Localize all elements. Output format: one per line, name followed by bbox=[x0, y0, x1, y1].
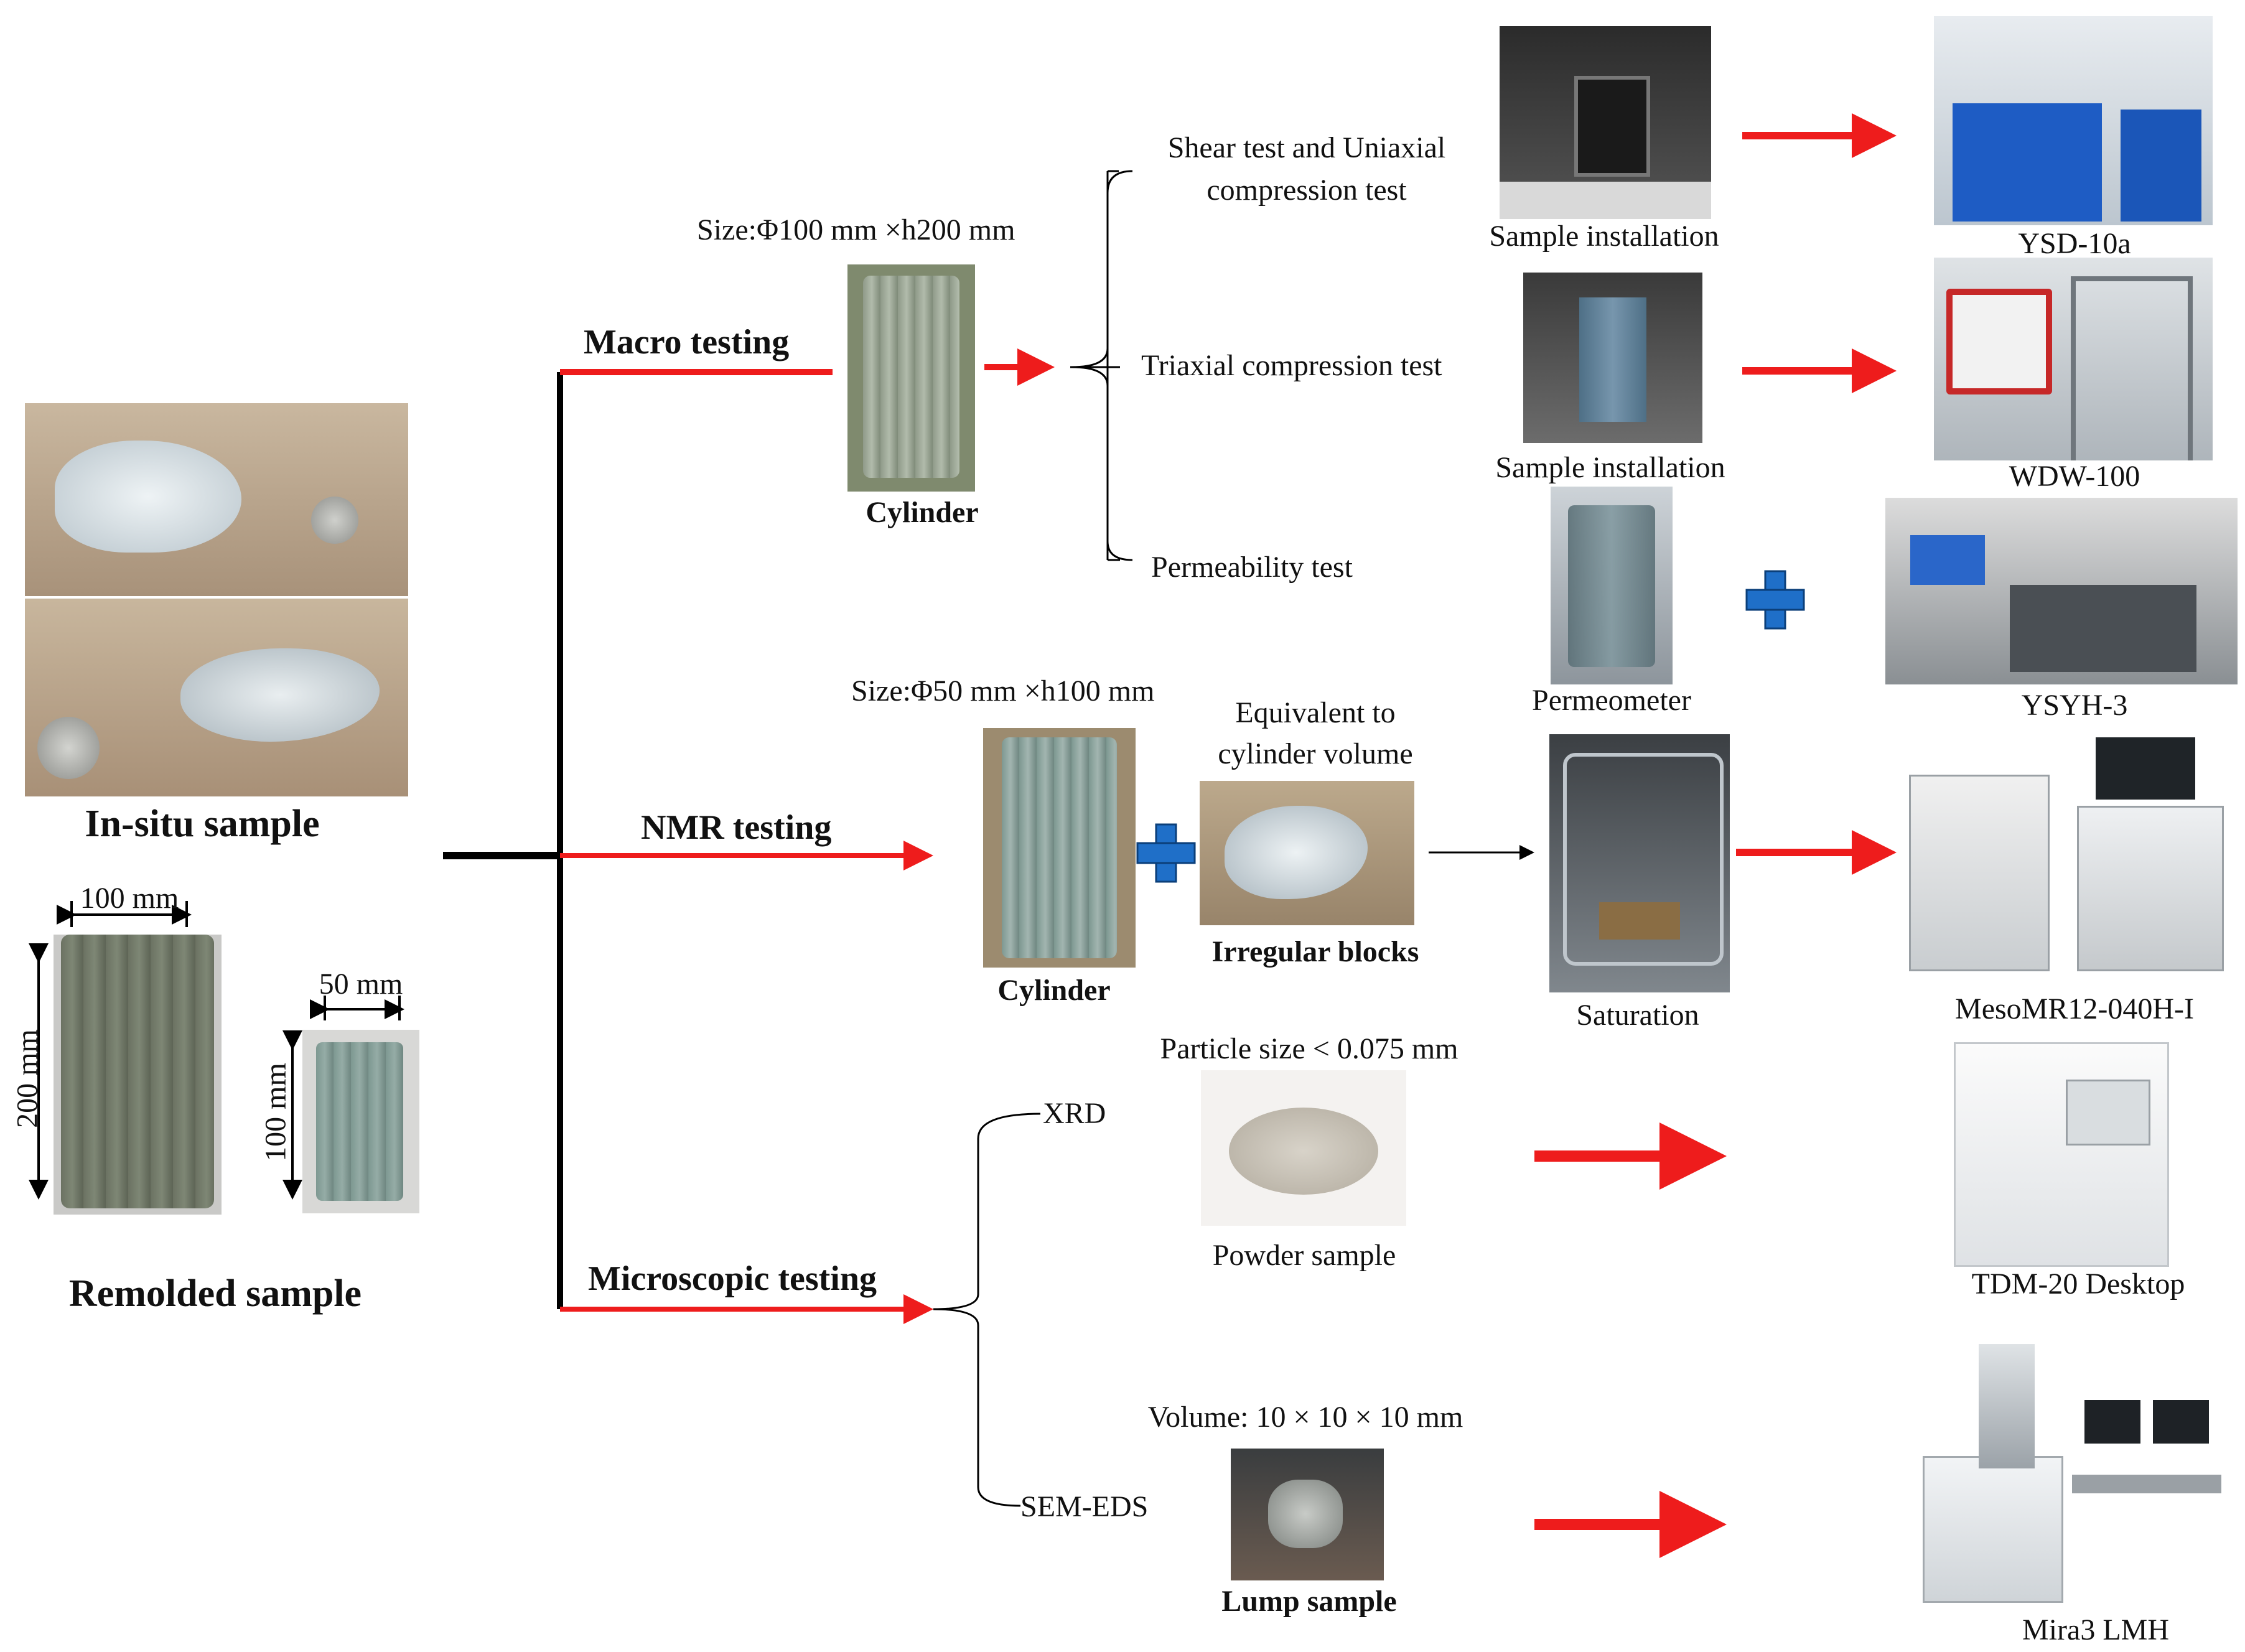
plus-icon-permeability bbox=[1745, 570, 1805, 630]
powder-sample-photo bbox=[1201, 1070, 1406, 1226]
macro-cylinder-label: Cylinder bbox=[866, 496, 979, 529]
micro-branch-label: Microscopic testing bbox=[588, 1259, 877, 1298]
macro-cylinder-photo bbox=[847, 264, 975, 492]
shear-label: Shear test and Uniaxial bbox=[1167, 131, 1446, 164]
irregular-label: Irregular blocks bbox=[1211, 935, 1419, 968]
wdw-device-photo bbox=[1934, 258, 2213, 460]
nmr-size-label: Size:Φ50 mm ×h100 mm bbox=[851, 674, 1155, 707]
nmr-cylinder-photo bbox=[983, 728, 1136, 968]
shear-label-2: compression test bbox=[1207, 174, 1407, 207]
dim-100v-label: 100 mm bbox=[259, 1063, 292, 1162]
macro-bracket bbox=[1070, 170, 1120, 561]
plus-icon-nmr bbox=[1136, 823, 1196, 883]
remolded-cylinder-large bbox=[54, 935, 222, 1215]
saturation-photo bbox=[1549, 734, 1730, 992]
permeability-label: Permeability test bbox=[1151, 551, 1353, 584]
dim-200-label: 200 mm bbox=[11, 1029, 44, 1128]
volume-label: Volume: 10 × 10 × 10 mm bbox=[1147, 1401, 1463, 1434]
irregular-block-photo bbox=[1200, 781, 1414, 925]
nmr-cylinder-label: Cylinder bbox=[997, 974, 1111, 1007]
triaxial-label: Triaxial compression test bbox=[1141, 349, 1442, 382]
permeometer-photo bbox=[1551, 487, 1673, 684]
wdw-label: WDW-100 bbox=[2009, 460, 2140, 493]
sem-label: SEM-EDS bbox=[1020, 1490, 1149, 1523]
remolded-cylinder-small bbox=[302, 1030, 419, 1213]
lump-label: Lump sample bbox=[1221, 1585, 1397, 1618]
dim-50-label: 50 mm bbox=[319, 968, 403, 1001]
install1-label: Sample installation bbox=[1489, 220, 1719, 253]
macro-branch-label: Macro testing bbox=[584, 323, 790, 362]
lump-sample-photo bbox=[1231, 1449, 1384, 1580]
shear-installation-photo bbox=[1500, 26, 1711, 219]
powder-label: Powder sample bbox=[1212, 1239, 1396, 1272]
xrd-label: XRD bbox=[1043, 1097, 1106, 1130]
mesomr-device-photo bbox=[1903, 731, 2233, 974]
nmr-branch-label: NMR testing bbox=[641, 808, 832, 847]
saturation-label: Saturation bbox=[1576, 999, 1699, 1032]
remolded-label: Remolded sample bbox=[68, 1272, 362, 1315]
insitu-photo-1 bbox=[25, 403, 408, 596]
particle-size-label: Particle size < 0.075 mm bbox=[1160, 1032, 1459, 1065]
ysd-device-photo bbox=[1934, 16, 2213, 225]
install2-label: Sample installation bbox=[1495, 451, 1725, 484]
dim-lines bbox=[29, 901, 404, 1200]
insitu-photo-2 bbox=[25, 599, 408, 796]
tdm-label: TDM-20 Desktop bbox=[1971, 1267, 2185, 1300]
ysyh-device-photo bbox=[1885, 498, 2238, 684]
macro-size-label: Size:Φ100 mm ×h200 mm bbox=[697, 213, 1015, 246]
equiv-label-2: cylinder volume bbox=[1218, 737, 1413, 770]
ysd-label: YSD-10a bbox=[2018, 227, 2131, 260]
triaxial-installation-photo bbox=[1523, 273, 1702, 443]
dim-100-label: 100 mm bbox=[80, 882, 179, 915]
mira-device-photo bbox=[1916, 1332, 2228, 1605]
tdm-device-photo bbox=[1941, 1042, 2178, 1269]
mesomr-label: MesoMR12-040H-I bbox=[1955, 992, 2194, 1025]
mira-label: Mira3 LMH bbox=[2022, 1613, 2169, 1646]
insitu-label: In-situ sample bbox=[85, 803, 320, 845]
equiv-label-1: Equivalent to bbox=[1235, 696, 1396, 729]
ysyh-label: YSYH-3 bbox=[2021, 689, 2128, 722]
micro-bracket bbox=[933, 1113, 1041, 1507]
permeometer-label: Permeometer bbox=[1532, 684, 1691, 717]
